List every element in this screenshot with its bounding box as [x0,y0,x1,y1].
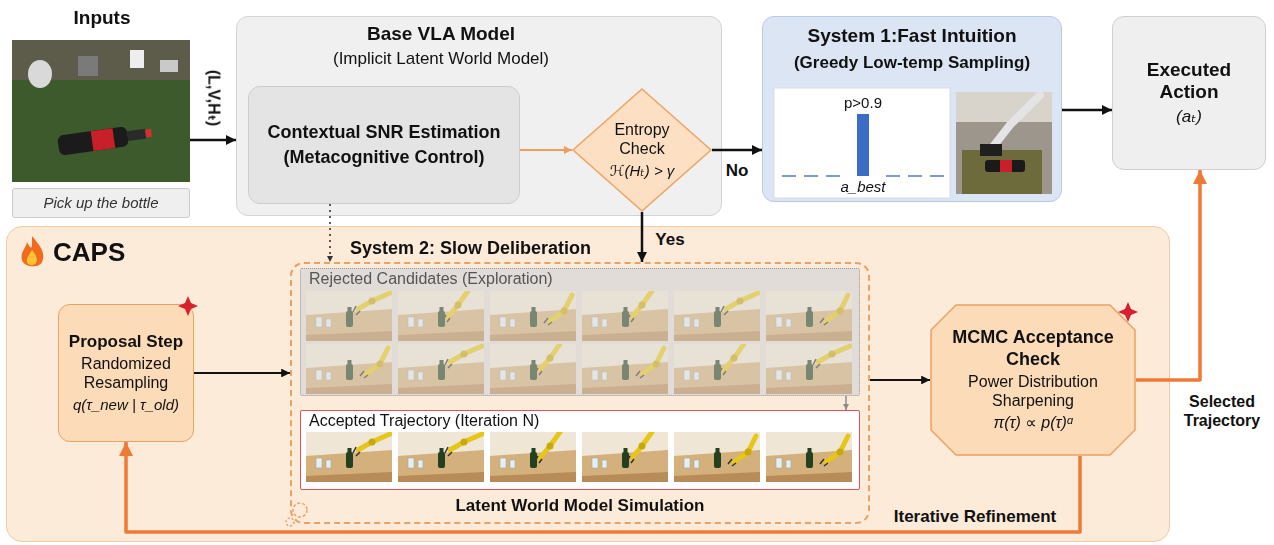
node-title: Accepted Trajectory (Iteration N) [309,412,539,431]
connector-arrow [1062,109,1112,112]
node-text: π(τ) ∝ p(τ)ᵅ [994,414,1073,433]
node-title: Contextual SNR Estimation [267,122,500,143]
system1-box: System 1:Fast Intuition (Greedy Low-temp … [762,16,1062,202]
node-text: q(τ_new | τ_old) [73,396,179,414]
proposal-box: Proposal StepRandomized Resampling q(τ_ne… [58,304,194,442]
node-text: ℋ(Hₜ) > γ [610,162,675,180]
robot-photo [956,92,1052,194]
rejected-thumbnails [306,291,852,394]
node-title: System 1:Fast Intuition [763,25,1061,47]
node-title: Rejected Candidates (Exploration) [309,270,553,289]
node-text: (aₜ) [1176,107,1202,127]
fire-icon [22,236,44,266]
input-scene-photo [12,40,190,182]
edge-label: Selected Trajectory [1176,393,1268,431]
deliberation-region: System 2: Slow DeliberationLatent World … [290,262,870,524]
node-title: Base VLA Model [237,23,645,45]
node-text: Randomized Resampling [67,355,185,393]
edge-label: (L,V,Hₜ) [204,67,223,129]
node-text: (Implicit Latent World Model) [237,49,645,69]
decor-circles [286,503,307,526]
output-box: Executed Action (aₜ) [1112,16,1266,170]
probability-bar-chart [774,88,950,198]
star-marker [178,296,1138,322]
edge-label: Iterative Refinement [891,507,1060,527]
connector-arrow [641,212,644,262]
connector-arrow [126,442,1080,532]
rejected-box: Rejected Candidates (Exploration) [300,268,860,396]
node-title: MCMC Acceptance Check [948,327,1118,369]
connector-arrow [870,379,930,381]
connector-arrow [1136,170,1200,380]
decision-diamond-fill [573,89,711,211]
node-title: System 2: Slow Deliberation [350,238,591,259]
chart-label: a_best [840,178,885,196]
node-text: Latent World Model Simulation [292,496,868,516]
accepted-box: Accepted Trajectory (Iteration N) [300,410,860,490]
acceptance-octagon: MCMC Acceptance CheckPower Distribution … [930,304,1136,456]
connector-arrow [712,149,762,152]
node-title: Inputs [3,7,201,29]
connector-arrow [329,204,331,262]
chart-label: p>0.9 [844,94,882,112]
estimation-box: Contextual SNR Estimation (Metacognitive … [248,86,520,204]
model-box: Base VLA Model (Implicit Latent World Mod… [236,16,722,216]
node-title: Proposal Step [69,332,183,352]
node-text: (Metacognitive Control) [284,147,485,168]
edge-label: No [723,161,752,181]
connector-arrow [520,149,572,151]
node-text: (Greedy Low-temp Sampling) [763,53,1061,73]
node-title: CAPS [53,237,125,268]
connector-arrow [190,139,236,142]
instruction-box: Pick up the bottle [12,188,190,218]
connector-arrow [194,372,290,374]
caps-region: CAPS Proposal StepRandomized Resampling q(… [6,226,1170,542]
input-image-frame: Inputs [12,40,190,182]
connector-arrow [845,396,847,410]
node-title: Pick up the bottle [43,194,158,212]
accepted-thumbnails [306,432,852,482]
node-text: Power Distribution Sharpening [958,373,1108,411]
edge-label: Yes [652,230,687,250]
node-title: Entropy Check [602,121,682,159]
acceptance-octagon-fill [931,305,1135,455]
node-title: Executed Action [1121,59,1257,104]
decision-diamond: Entropy Checkℋ(Hₜ) > γ [572,88,712,212]
